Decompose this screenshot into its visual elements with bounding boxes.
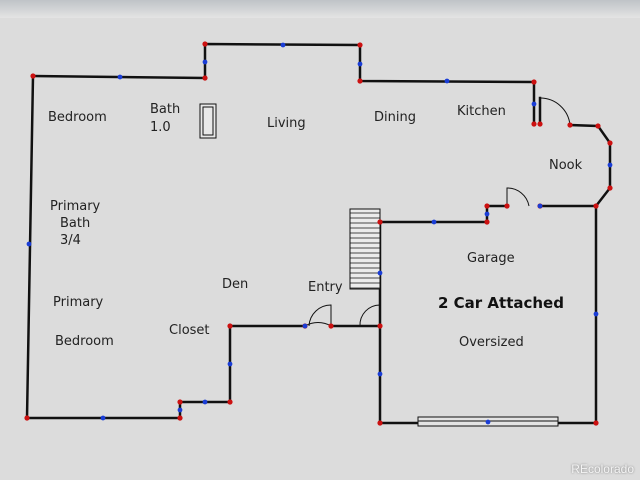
label-primary-bath-line2: Bath (60, 216, 91, 231)
door-swing-garage (506, 187, 530, 207)
label-bath-size: 1.0 (150, 120, 171, 135)
wall-midpoint-dot (117, 74, 123, 80)
wall-vertex-dot (567, 122, 573, 128)
label-bedroom: Bedroom (48, 110, 107, 125)
wall-midpoint-dot (593, 311, 599, 317)
wall-midpoint-dot (202, 59, 208, 65)
stairs (349, 208, 381, 290)
label-garage: Garage (467, 251, 515, 266)
door-swing-stair (359, 304, 381, 327)
label-primary-bedroom-line1: Primary (53, 295, 104, 310)
label-entry: Entry (308, 280, 343, 295)
wall-midpoint-dot (280, 42, 286, 48)
wall-vertex-dot (537, 121, 543, 127)
fireplace (199, 103, 217, 139)
label-kitchen: Kitchen (457, 104, 506, 119)
wall-vertex-dot (531, 121, 537, 127)
wall-vertex-dot (504, 203, 510, 209)
wall-vertex-dot (357, 78, 363, 84)
wall-midpoint-dot (302, 323, 308, 329)
wall-vertex-dot (177, 399, 183, 405)
label-den: Den (222, 277, 249, 292)
wall-midpoint-dot (177, 407, 183, 413)
wall-vertex-dot (227, 323, 233, 329)
wall-vertex-dot (607, 185, 613, 191)
wall-vertex-dot (484, 203, 490, 209)
wall-midpoint-dot (444, 78, 450, 84)
wall-midpoint-dot (531, 101, 537, 107)
wall-midpoint-dot (377, 270, 383, 276)
label-primary-bedroom-line2: Bedroom (55, 334, 114, 349)
monitor-edge (0, 0, 640, 18)
wall-vertex-dot (531, 79, 537, 85)
wall-midpoint-dot (377, 371, 383, 377)
wall-vertex-dot (484, 219, 490, 225)
wall-midpoint-dot (202, 399, 208, 405)
wall-vertex-dot (30, 73, 36, 79)
wall-vertex-dot (593, 420, 599, 426)
door-swing-entry-arc (308, 304, 332, 327)
wall-vertex-dot (202, 75, 208, 81)
wall-midpoint-dot (431, 219, 437, 225)
label-bath: Bath (150, 102, 181, 117)
wall-midpoint-dot (607, 162, 613, 168)
label-dining: Dining (374, 110, 416, 125)
wall-vertex-dot (607, 140, 613, 146)
wall-vertex-dot (177, 415, 183, 421)
wall-midpoint-dot (537, 203, 543, 209)
wall-midpoint-dot (100, 415, 106, 421)
label-living: Living (267, 116, 306, 131)
wall-vertex-dot (202, 41, 208, 47)
wall-vertex-dot (328, 323, 334, 329)
label-closet: Closet (169, 323, 210, 338)
wall-vertex-dot (357, 42, 363, 48)
label-nook: Nook (549, 158, 583, 173)
wall-vertex-dot (227, 399, 233, 405)
wall-vertex-dot (595, 123, 601, 129)
watermark-text: REcolorado (571, 462, 634, 476)
label-garage-note: Oversized (459, 335, 524, 350)
wall-midpoint-dot (485, 419, 491, 425)
label-garage-size: 2 Car Attached (438, 294, 564, 312)
wall-midpoint-dot (227, 361, 233, 367)
wall-vertex-dot (377, 219, 383, 225)
wall-vertex-dot (24, 415, 30, 421)
wall-vertex-dot (593, 203, 599, 209)
wall-vertex-dot (377, 323, 383, 329)
wall-vertex-dot (377, 420, 383, 426)
wall-midpoint-dot (484, 211, 490, 217)
label-primary-bath-line3: 3/4 (60, 233, 81, 248)
wall-midpoint-dot (26, 241, 32, 247)
door-swing-kitchen (539, 97, 571, 126)
label-primary-bath-line1: Primary (50, 199, 101, 214)
wall-garage (378, 204, 598, 425)
wall-midpoint-dot (357, 61, 363, 67)
